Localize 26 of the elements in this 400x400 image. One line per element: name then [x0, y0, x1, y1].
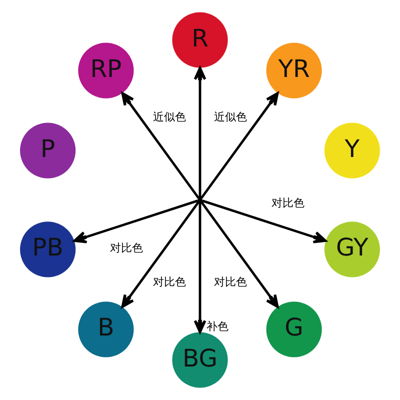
- edge-label: 对比色: [271, 196, 304, 210]
- arrow: [194, 202, 206, 334]
- node-circle: GY: [324, 222, 380, 278]
- arrow: [202, 200, 327, 244]
- node-circle: R: [172, 12, 228, 68]
- edge-label: 近似色: [214, 110, 248, 124]
- arrow: [194, 66, 206, 198]
- node-circle: P: [20, 122, 76, 178]
- arrow: [121, 92, 200, 199]
- node-circle: B: [78, 302, 134, 358]
- node-circle: RP: [78, 42, 134, 98]
- node-circle: Y: [324, 122, 380, 178]
- node-circle: BG: [172, 332, 228, 388]
- node-circle: YR: [266, 42, 322, 98]
- edge-label: 补色: [206, 320, 229, 333]
- arrow: [73, 200, 198, 244]
- arrow: [200, 201, 279, 308]
- node-point: [198, 198, 202, 202]
- edge-label: 对比色: [152, 275, 186, 288]
- arrow: [121, 201, 200, 308]
- edge-label: 对比色: [110, 242, 144, 255]
- node-circle: PB: [20, 222, 76, 278]
- edge-label: 对比色: [214, 275, 248, 288]
- edge-label: 近似色: [152, 110, 186, 124]
- arrow: [200, 92, 279, 199]
- node-circle: G: [266, 302, 322, 358]
